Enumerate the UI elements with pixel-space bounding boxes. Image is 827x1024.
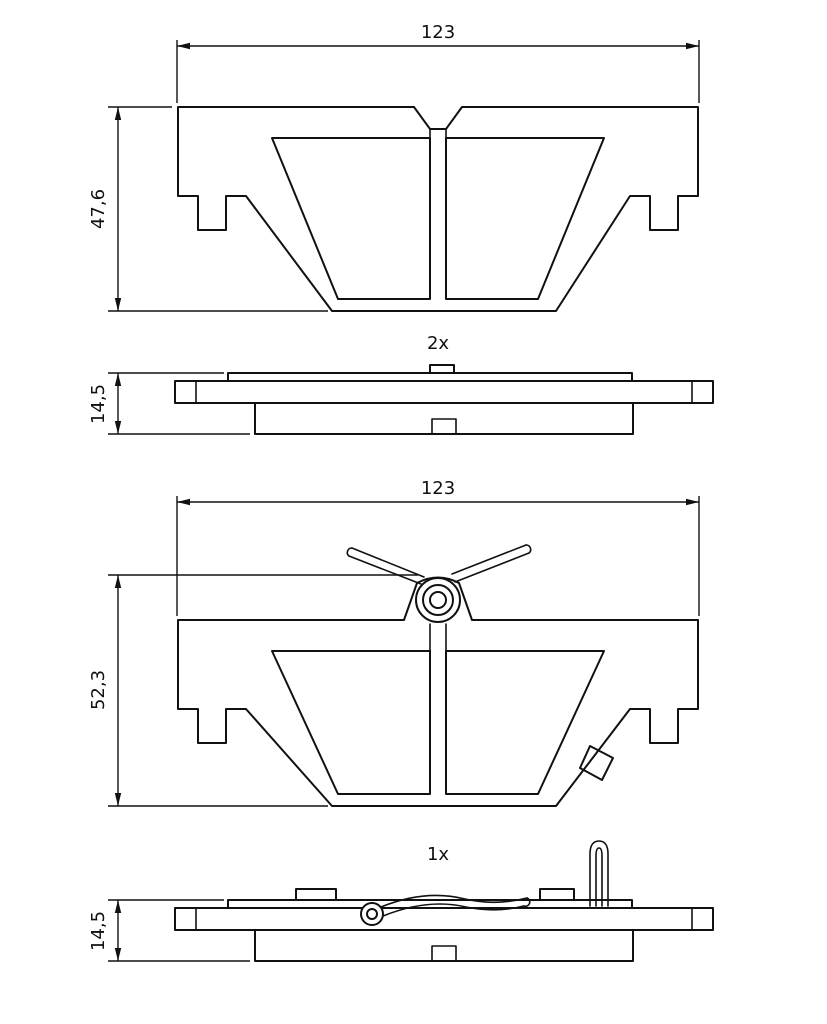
pad1-shim [227,372,633,382]
spring-arm-left [351,547,425,578]
pad1-friction-right [445,137,605,300]
arrowhead-top [114,900,122,913]
pad1-friction-left [271,137,431,300]
pad2-thickness-dimension: 14,5 [88,899,250,962]
pad2-spring-clip [346,544,532,623]
arrowhead-top [114,575,122,588]
pad1-height-dimension: 47,6 [88,106,328,312]
pad2-backplate-side [174,907,714,931]
dimension-label-thickness: 14,5 [88,384,109,424]
spring-loop-side-inner [366,908,378,920]
pad2-side-view: 14,5 [88,840,714,962]
pad2-friction-side [254,929,634,962]
pad2-width-dimension: 123 [176,478,700,616]
dimension-label-height: 47,6 [88,189,109,229]
pad1-front-view: 123 47,6 [88,22,700,312]
spring-arm-tip [525,544,532,554]
arrowhead-bottom [114,793,122,806]
pad2-friction-left [271,650,431,795]
pad1-width-dimension: 123 [176,22,700,103]
arrowhead-top [114,373,122,386]
arrowhead-right [686,42,699,50]
spring-wire-lower [382,903,525,917]
spring-loop-side-outer [360,902,384,926]
pad2-friction-right [445,650,605,795]
pad1-shim-tab [429,364,455,374]
pad1-quantity-label: 2x [427,333,449,354]
spring-loop-inner [422,584,454,616]
dimension-label-width: 123 [421,478,455,499]
spring-arm-left [348,555,422,585]
indicator-pin-outer [589,840,609,907]
friction-notch [431,945,457,962]
clip-block-left [295,888,337,901]
arrowhead-bottom [114,298,122,311]
indicator-pin-inner [595,847,603,907]
pad2-quantity-label: 1x [427,844,449,865]
spring-side-profile [360,894,531,926]
arrowhead-left [177,42,190,50]
arrowhead-top [114,107,122,120]
dimension-label-height: 52,3 [88,670,109,710]
arrowhead-left [177,498,190,506]
clip-block-right [539,888,575,901]
pad1-friction-side [254,402,634,435]
pad1-side-view: 14,5 [88,364,714,435]
spring-pivot-hole [429,591,447,609]
spring-wire-upper [380,894,528,908]
arrowhead-right [686,498,699,506]
spring-arm-right [454,552,530,583]
arrowhead-bottom [114,948,122,961]
pad1-thickness-dimension: 14,5 [88,372,250,435]
pad2-wear-tab [579,745,614,781]
pad2-backplate-outline [177,576,699,807]
spring-wire-tip [523,897,531,908]
friction-notch [431,418,457,435]
dimension-label-width: 123 [421,22,455,43]
pad2-height-dimension: 52,3 [88,574,418,807]
pad2-front-view: 123 52,3 [88,478,700,807]
pad1-backplate-side [174,380,714,404]
spring-arm-right [451,544,527,575]
spring-arm-tip [346,547,353,557]
dimension-label-thickness: 14,5 [88,911,109,951]
pad1-backplate-outline [177,106,699,312]
arrowhead-bottom [114,421,122,434]
